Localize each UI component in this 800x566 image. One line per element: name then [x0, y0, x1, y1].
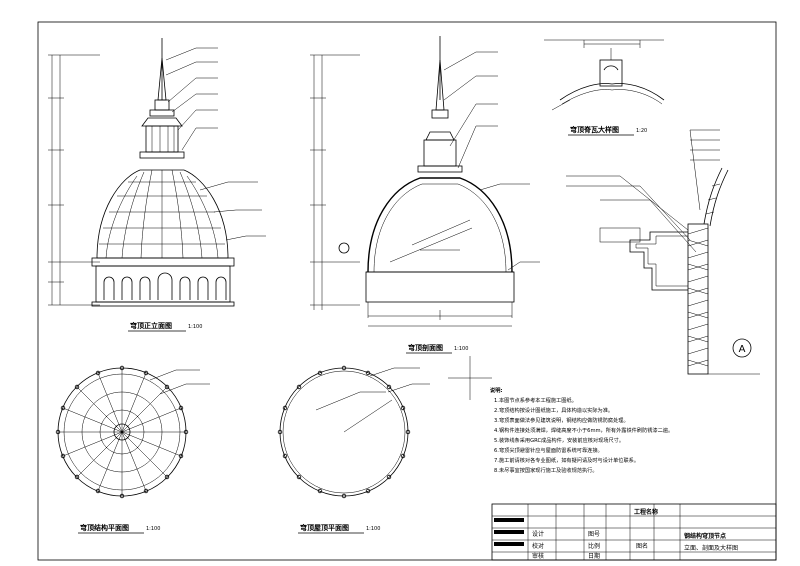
roof-plan-leaders	[369, 367, 430, 393]
front-elevation-view: 穹顶正立面图 1:100	[48, 38, 266, 332]
detail-a-marker: A	[739, 344, 746, 355]
note-line: 4.钢构件连接处须满焊，焊缝高度不小于6mm，所有外露铁件刷防锈漆二遍。	[494, 426, 673, 434]
tb-row-label: 审核	[532, 552, 544, 560]
tb-drawing-name-1: 钢结构穹顶节点	[684, 532, 726, 540]
note-line: 7.施工前请核对各专业图纸，如有疑问请及时与设计单位联系。	[494, 456, 639, 464]
detail-a-leaders	[566, 129, 720, 253]
gutter-detail-title: 穹顶脊瓦大样图	[570, 125, 619, 134]
title-block: 设计 校对 审核 图号 比例 日期 工程名称 图名 钢结构穹顶节点 立面、剖面及…	[491, 503, 777, 561]
structure-plan-scale: 1:100	[146, 526, 160, 532]
sheet-border	[37, 21, 777, 561]
tb-drawing-label: 图名	[636, 542, 648, 550]
dome-ribs	[105, 169, 219, 259]
structure-plan-title: 穹顶结构平面图	[80, 523, 129, 532]
tb-row-label: 校对	[532, 542, 544, 550]
tb-row-label-2: 图号	[588, 531, 600, 538]
gutter-dims	[551, 40, 641, 111]
gutter-detail-view: 穹顶脊瓦大样图 1:20	[544, 39, 665, 136]
front-leaders	[165, 47, 266, 241]
tb-row-label: 设计	[532, 530, 544, 538]
detail-a-view: A	[566, 129, 760, 375]
structure-plan-view: 穹顶结构平面图 1:100	[55, 365, 210, 534]
section-view: 穹顶剖面图 1:100	[310, 36, 540, 354]
wall-hatch	[687, 227, 709, 367]
section-leaders	[443, 51, 540, 271]
roof-leaders	[315, 391, 393, 433]
roof-perimeter-nodes	[277, 365, 411, 499]
structure-radial-ribs	[58, 368, 186, 496]
general-notes: 说明: 1.本图节点系参考本工程施工图纸。 2.穹顶结构按设计图纸施工，具体构造…	[490, 386, 673, 474]
section-level-ticks	[310, 54, 360, 306]
front-elevation-scale: 1:100	[188, 324, 202, 330]
tb-drawing-name-2: 立面、剖面及大样图	[684, 544, 738, 552]
section-title: 穹顶剖面图	[408, 343, 443, 352]
section-scale: 1:100	[454, 346, 468, 352]
detail-a-marker-circle	[732, 338, 752, 358]
front-level-ticks	[48, 54, 100, 306]
notes-heading: 说明:	[490, 386, 502, 394]
note-line: 8.未尽事宜按国家现行施工及验收规范执行。	[494, 466, 598, 474]
drum-windows	[103, 272, 227, 300]
roof-plan-title: 穹顶屋顶平面图	[300, 523, 349, 532]
structure-leaders	[149, 369, 210, 395]
dome-rings	[99, 181, 225, 245]
structure-perimeter-nodes	[55, 365, 189, 499]
tb-row-label-2: 比例	[588, 542, 600, 550]
note-line: 2.穹顶结构按设计图纸施工，具体构造以实际为准。	[494, 406, 613, 414]
note-line: 5.装饰线条采用GRC成品构件，安装前应核对现场尺寸。	[494, 436, 624, 444]
tb-project-label: 工程名称	[634, 508, 658, 516]
roof-plan-view: 穹顶屋顶平面图 1:100	[277, 356, 492, 534]
note-line: 3.穹顶表面做法参见建筑说明，钢结构应做防锈防腐处理。	[494, 416, 629, 424]
tb-row-label-2: 日期	[588, 552, 600, 560]
note-line: 6.穹顶尖顶避雷针应与屋面防雷系统可靠连接。	[494, 446, 603, 454]
note-line: 1.本图节点系参考本工程施工图纸。	[494, 396, 577, 404]
roof-plan-scale: 1:100	[366, 526, 380, 532]
front-elevation-title: 穹顶正立面图	[130, 321, 172, 330]
gutter-detail-scale: 1:20	[636, 128, 647, 134]
